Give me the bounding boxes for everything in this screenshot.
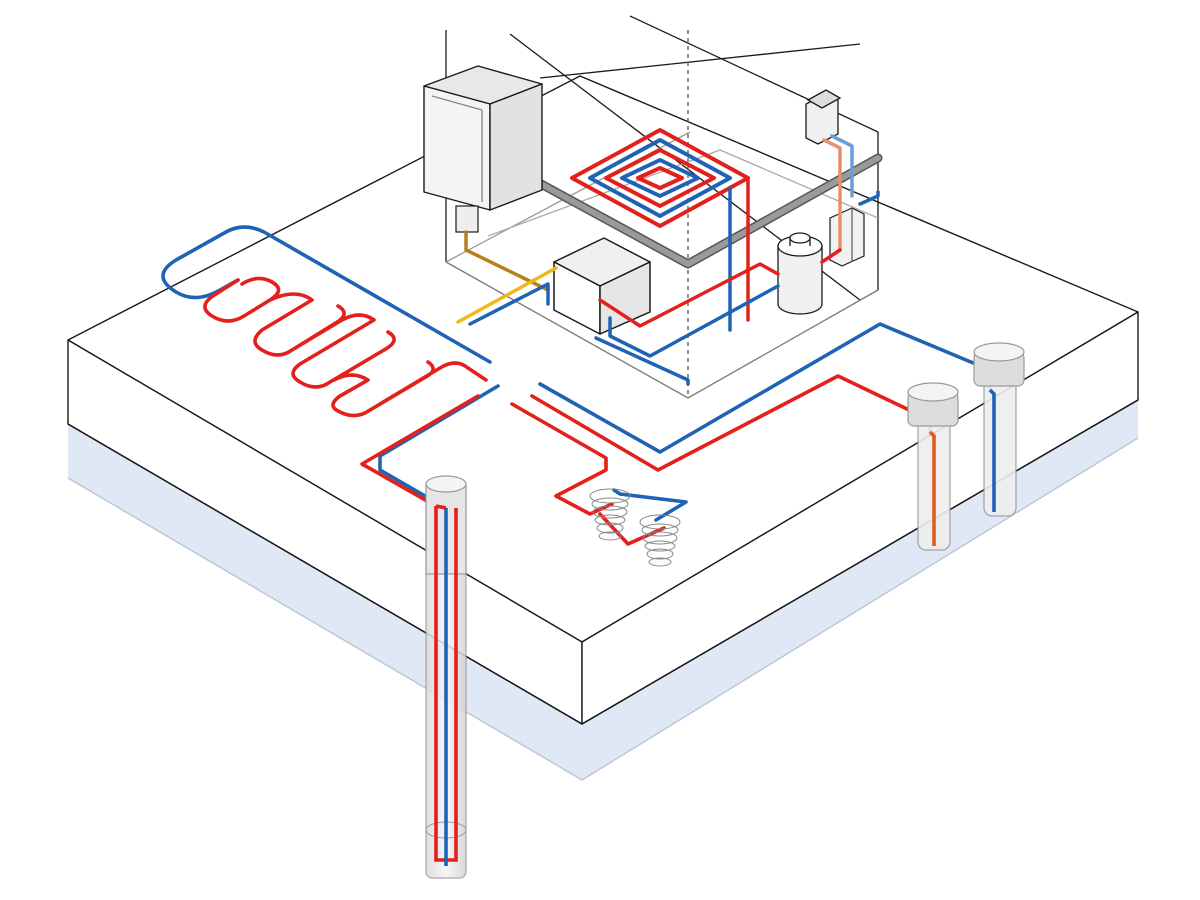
coil-return: [612, 488, 688, 522]
sink-hot-pipe: [822, 138, 842, 252]
indoor-pipes: [456, 134, 880, 386]
sink-cold-pipe: [830, 134, 854, 198]
house-exit-return: [594, 336, 690, 386]
valve-box: [455, 205, 479, 233]
horizontal-ground-loop: [161, 225, 500, 510]
yellow-line: [456, 266, 558, 324]
control-feed: [858, 190, 880, 206]
blue-feed-line: [468, 282, 550, 326]
house-inner-floor: [487, 149, 879, 237]
groundwater-well-2: [973, 342, 1025, 517]
house-roof-line: [539, 43, 861, 79]
ground-loop-return: [161, 225, 492, 364]
bottom-edge-right: [581, 437, 1139, 781]
bottom-edge-left: [67, 477, 583, 781]
control-box: [829, 207, 865, 267]
hp-to-tank-supply: [598, 262, 780, 328]
groundwater-well: [907, 382, 959, 551]
hp-to-tank-return: [608, 284, 780, 358]
ground-loop-supply: [203, 276, 488, 418]
layer-line-right: [581, 399, 1139, 725]
slinky-coil-2: [639, 514, 681, 567]
tank-hot-out: [820, 248, 842, 264]
slinky-coil: [589, 488, 631, 541]
loop-to-borehole-supply: [360, 394, 480, 508]
vertical-borehole: [425, 475, 467, 879]
layer-line-left: [67, 423, 583, 725]
ground-slab: [67, 75, 1139, 781]
heat-pump-unit: [553, 237, 651, 335]
wall-mounted-cabinet: [423, 65, 543, 211]
loop-to-borehole-return: [378, 384, 500, 510]
brown-line: [464, 230, 550, 292]
coil-link: [598, 512, 666, 546]
coil-supply: [510, 402, 614, 516]
wall-sink: [805, 89, 842, 145]
house-floor-front: [445, 261, 879, 399]
storage-tank: [777, 232, 823, 315]
